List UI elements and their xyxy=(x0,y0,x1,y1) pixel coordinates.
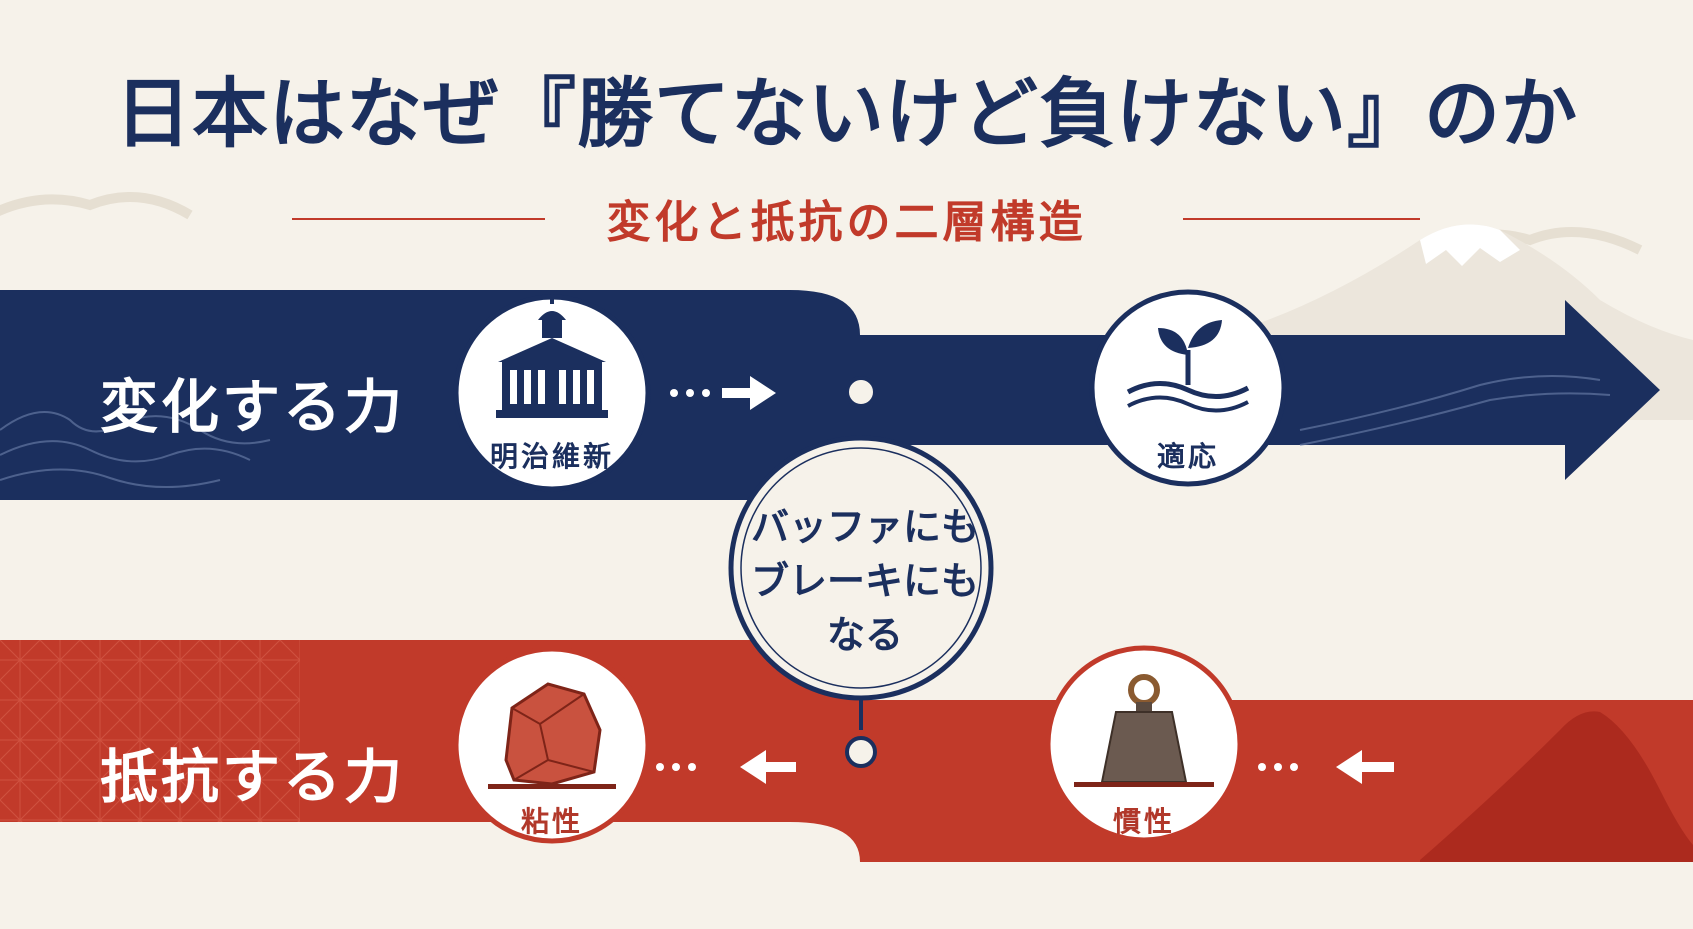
buffer-line-2: ブレーキにも xyxy=(750,558,979,603)
change-lane-label: 変化する力 xyxy=(100,373,406,441)
resistance-flow-arrow-left xyxy=(656,750,796,784)
viscosity-circle xyxy=(453,646,651,844)
page-subtitle: 変化と抵抗の二層構造 xyxy=(606,197,1087,248)
page-title: 日本はなぜ『勝てないけど負けない』のか xyxy=(115,69,1578,158)
building-icon xyxy=(496,296,608,418)
resistance-flow-arrow-right xyxy=(1258,750,1394,784)
connector-knob-bottom xyxy=(845,736,877,768)
resistance-lane-label: 抵抗する力 xyxy=(100,743,406,811)
buffer-line-1: バッファにも xyxy=(750,504,979,549)
buffer-circle xyxy=(728,435,994,701)
buffer-line-3: なる xyxy=(826,612,903,657)
red-mountain-icon xyxy=(1420,711,1693,862)
buffer-circle-inner xyxy=(740,447,982,689)
meiji-circle xyxy=(453,294,651,492)
rock-icon xyxy=(488,682,616,789)
inertia-label: 慣性 xyxy=(1112,805,1175,838)
weight-icon xyxy=(1074,674,1214,787)
change-flow-arrow xyxy=(670,376,776,410)
sprout-waves-icon xyxy=(1126,320,1250,413)
adapt-circle xyxy=(1089,289,1287,487)
connector-knob-top xyxy=(845,376,877,408)
adapt-label: 適応 xyxy=(1156,440,1219,473)
wave-icon xyxy=(0,375,1611,489)
buffer-text: バッファにも ブレーキにも なる xyxy=(740,500,990,662)
viscosity-label: 粘性 xyxy=(520,805,583,838)
inertia-circle xyxy=(1045,645,1243,843)
asanoha-pattern xyxy=(0,640,300,822)
meiji-label: 明治維新 xyxy=(489,440,614,473)
